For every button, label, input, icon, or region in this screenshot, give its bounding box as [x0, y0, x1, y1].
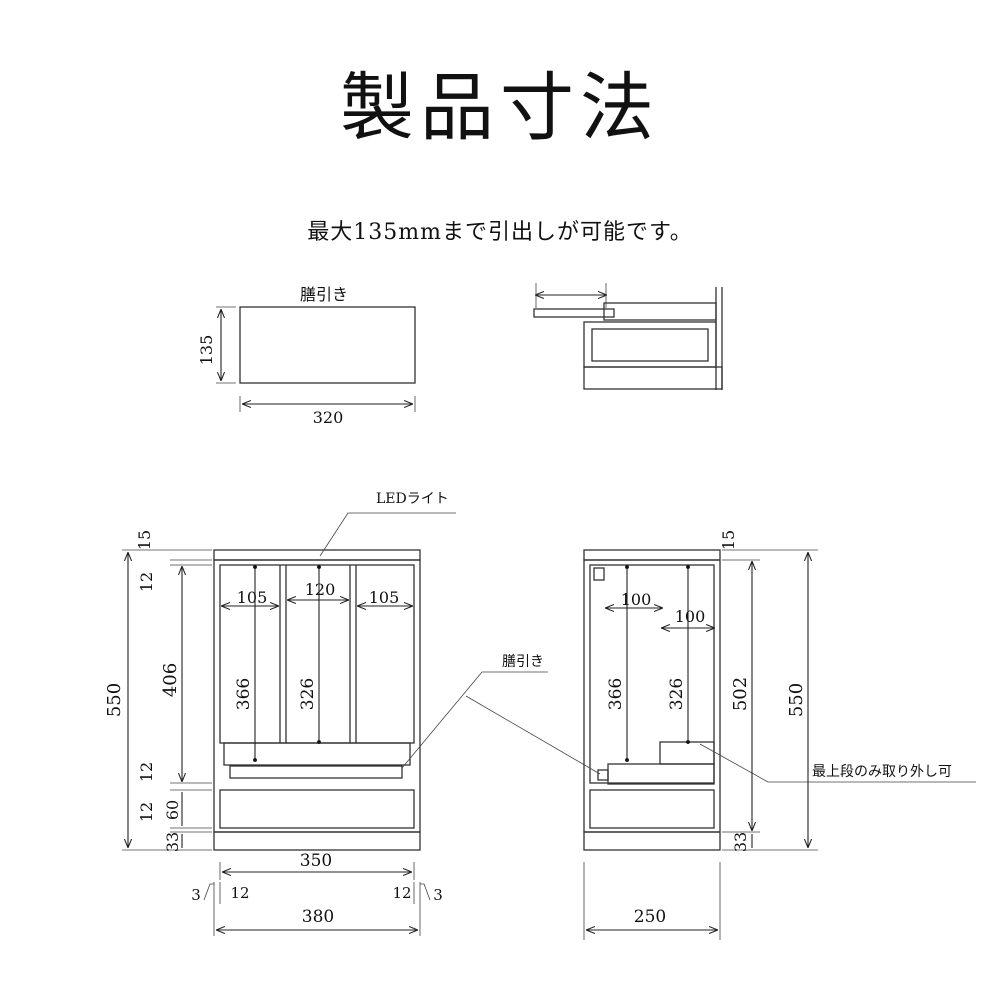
- dim-12-right: 12: [392, 884, 411, 902]
- dim-550-front: 550: [104, 683, 125, 717]
- dim-12-c: 12: [137, 802, 156, 822]
- drawer-note: 最大135mmまで引出しが可能です。: [307, 220, 693, 245]
- cabinet-top: [213, 549, 421, 561]
- dim-326-side: 326: [667, 678, 687, 710]
- dim-320: 320: [313, 408, 344, 427]
- dim-15-side: 15: [719, 530, 738, 550]
- side-view: 100 100 366 326 最上段のみ取り外し可 15 502 550 33…: [465, 530, 976, 940]
- dim-250: 250: [634, 907, 666, 927]
- dim-12-left: 12: [230, 884, 249, 902]
- dim-326-front: 326: [298, 678, 318, 710]
- page-title: 製品寸法: [340, 65, 660, 151]
- dim-100-a: 100: [621, 590, 652, 609]
- dim-502: 502: [730, 677, 751, 711]
- dim-12-b: 12: [137, 762, 156, 782]
- side-top: [583, 549, 721, 561]
- zenbiki-detail: 膳引き 135 320: [197, 285, 416, 427]
- cabinet-base: [213, 831, 421, 851]
- led-light-label: LEDライト: [376, 491, 449, 507]
- side-base: [583, 831, 721, 851]
- zenbiki-label-front: 膳引き: [502, 654, 544, 670]
- dim-135: 135: [197, 335, 216, 366]
- removable-label: 最上段のみ取り外し可: [812, 764, 952, 780]
- dim-3-left: 3: [191, 886, 201, 904]
- pullout-side-view: [533, 283, 723, 390]
- dim-350: 350: [300, 851, 332, 871]
- dim-406: 406: [160, 663, 181, 697]
- dim-12-a: 12: [137, 572, 156, 592]
- zenbiki-label: 膳引き: [300, 285, 348, 304]
- dim-100-b: 100: [675, 607, 706, 626]
- dim-15-front: 15: [135, 530, 154, 550]
- front-view: 105 120 105 366 326 LEDライト 膳引き 15 12 550…: [104, 491, 548, 936]
- dim-33-side: 33: [731, 832, 750, 852]
- dim-33-front: 33: [163, 832, 182, 852]
- dim-60: 60: [163, 800, 182, 820]
- dim-3-right: 3: [433, 886, 443, 904]
- dim-366-side: 366: [606, 678, 626, 710]
- dim-550-side: 550: [786, 683, 807, 717]
- dim-120: 120: [305, 580, 336, 599]
- zenbiki-outline: [239, 306, 416, 384]
- dim-105-right: 105: [369, 588, 400, 607]
- dim-366-front: 366: [234, 678, 254, 710]
- side-body: [583, 559, 721, 833]
- dim-380: 380: [302, 907, 334, 927]
- dim-105-left: 105: [237, 588, 268, 607]
